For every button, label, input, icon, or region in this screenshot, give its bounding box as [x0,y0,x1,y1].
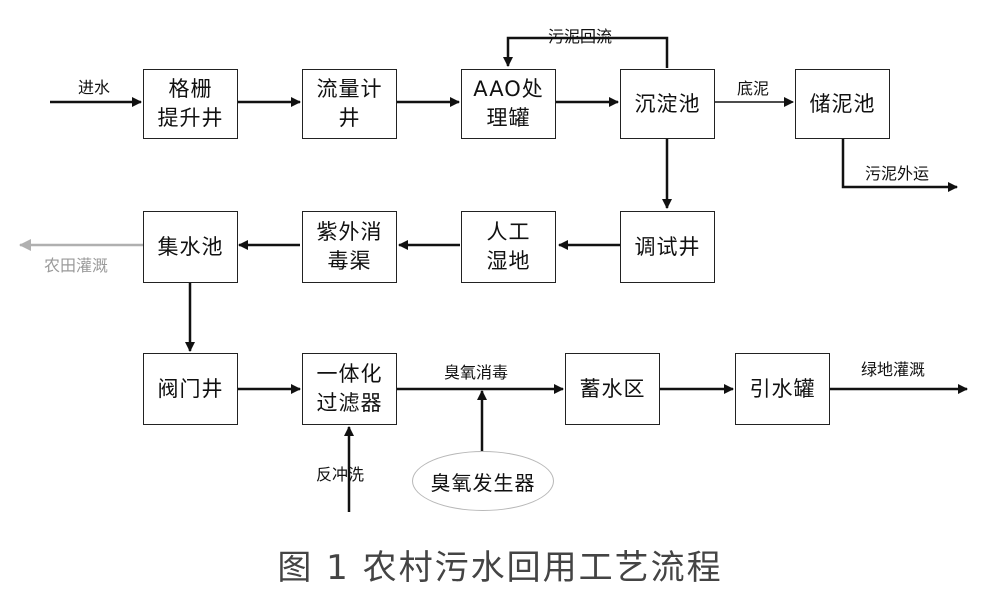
label-farmland-irrigation: 农田灌溉 [44,256,109,275]
node-collection-pool: 集水池 [143,211,238,283]
label-inflow: 进水 [78,78,111,97]
figure-caption: 图 1 农村污水回用工艺流程 [277,548,723,588]
label-backwash: 反冲洗 [316,465,365,484]
label-greenland-irrigation: 绿地灌溉 [861,360,926,379]
label-ozone-disinfection: 臭氧消毒 [444,363,509,382]
arrow-sludge-return [503,36,669,68]
node-uv-disinfection-channel: 紫外消 毒渠 [302,211,397,283]
node-test-well: 调试井 [620,211,715,283]
arrow-sludge-out [841,138,958,192]
node-sludge-storage: 储泥池 [795,69,890,139]
label-sludge-return: 污泥回流 [548,27,613,46]
node-intake-tank: 引水罐 [735,353,830,425]
label-bottom-sludge: 底泥 [737,79,770,98]
node-grille-lift-well: 格栅 提升井 [143,69,238,139]
node-integrated-filter: 一体化 过滤器 [302,353,397,425]
node-ozone-generator: 臭氧发生器 [412,451,554,511]
node-water-reservoir: 蓄水区 [565,353,660,425]
node-constructed-wetland: 人工 湿地 [461,211,556,283]
node-valve-well: 阀门井 [143,353,238,425]
label-sludge-out: 污泥外运 [865,164,930,183]
node-flowmeter-well: 流量计 井 [302,69,397,139]
node-sedimentation-tank: 沉淀池 [620,69,715,139]
node-aao-tank: AAO处 理罐 [461,69,556,139]
